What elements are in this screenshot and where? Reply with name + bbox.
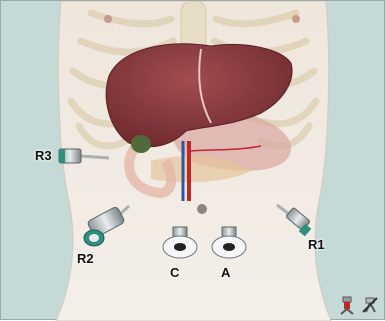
label-r1: R1 bbox=[308, 237, 325, 252]
umbilicus bbox=[197, 204, 207, 214]
robot-icon[interactable] bbox=[337, 295, 357, 315]
label-a: A bbox=[221, 265, 230, 280]
hide-robot-icon[interactable] bbox=[360, 295, 380, 315]
label-c: C bbox=[170, 265, 179, 280]
label-r2: R2 bbox=[77, 251, 94, 266]
gallbladder bbox=[131, 135, 151, 153]
label-r3: R3 bbox=[35, 148, 52, 163]
